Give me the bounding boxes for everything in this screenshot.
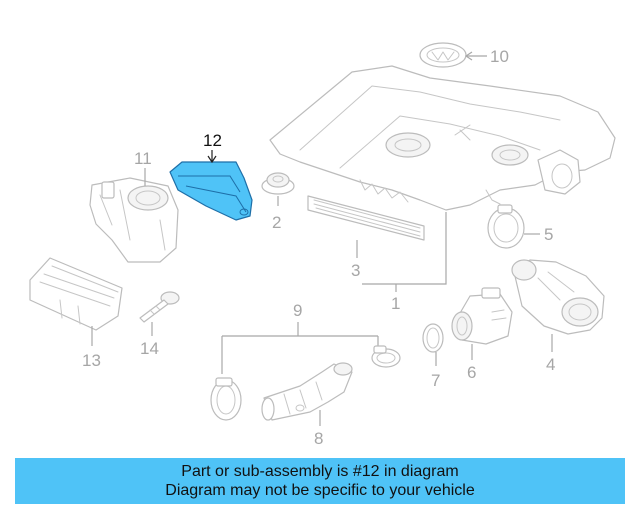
- callout-10: 10: [490, 47, 509, 66]
- callout-11: 11: [134, 149, 152, 168]
- callout-6: 6: [467, 363, 476, 382]
- callout-13: 13: [82, 351, 101, 370]
- callout-4: 4: [546, 355, 555, 374]
- part-11-intake-housing[interactable]: [89, 177, 179, 263]
- part-4-intake-boot[interactable]: [511, 259, 605, 335]
- callout-8: 8: [314, 429, 323, 448]
- part-9-clamp-left[interactable]: [210, 377, 242, 421]
- callout-3: 3: [351, 261, 360, 280]
- callout-14: 14: [140, 339, 159, 358]
- part-12-cover-highlighted[interactable]: [169, 161, 253, 221]
- part-10-emblem[interactable]: [419, 42, 467, 68]
- banner-line-part: Part or sub-assembly is #12 in diagram: [181, 463, 459, 480]
- callout-9: 9: [293, 301, 302, 320]
- part-8-intake-hose[interactable]: [261, 362, 353, 421]
- part-3-air-filter[interactable]: [307, 195, 425, 241]
- parts-diagram: 10 11 12 2: [29, 42, 616, 448]
- info-banner: Part or sub-assembly is #12 in diagram D…: [15, 458, 625, 504]
- part-13-air-duct[interactable]: [29, 257, 123, 331]
- part-14-screw[interactable]: [139, 291, 180, 323]
- part-6-airflow-sensor[interactable]: [451, 287, 513, 345]
- part-9-clamp-right[interactable]: [371, 345, 401, 368]
- part-7-seal-ring[interactable]: [422, 323, 444, 353]
- callout-5: 5: [544, 225, 553, 244]
- callout-7: 7: [431, 371, 440, 390]
- part-5-clamp[interactable]: [487, 204, 525, 249]
- part-2-grommet[interactable]: [261, 172, 295, 195]
- callout-1: 1: [391, 294, 400, 313]
- callout-12: 12: [203, 131, 222, 150]
- part-1-engine-cover[interactable]: [269, 65, 616, 211]
- banner-line-disclaimer: Diagram may not be specific to your vehi…: [165, 482, 475, 499]
- callout-2: 2: [272, 213, 281, 232]
